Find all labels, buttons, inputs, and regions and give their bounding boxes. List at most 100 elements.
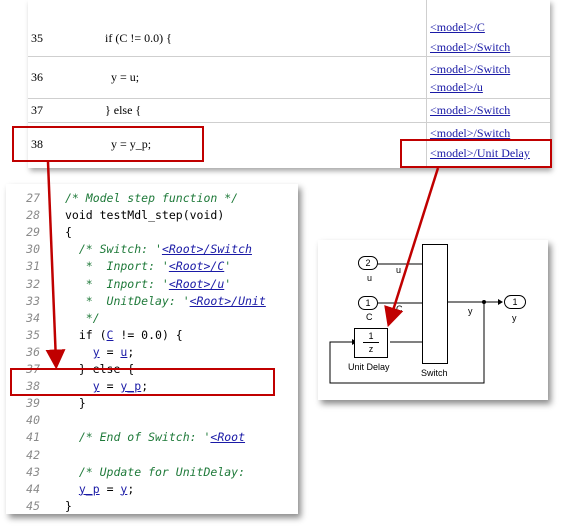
code-token: } else { [65,362,135,376]
code-line: 35 if (C != 0.0) { [6,327,298,344]
code-line: 43 /* Update for UnitDelay: [6,464,298,481]
code-line: 40 [6,412,298,429]
unit-delay-block[interactable]: 1 z [354,328,388,358]
unit-delay-numerator: 1 [368,331,374,341]
code-hyperlink[interactable]: y [92,379,100,394]
code-text: if (C != 0.0) { [105,31,172,45]
code-text: } else { [105,103,142,117]
code-line: 45} [6,498,298,514]
code-token: ; [127,481,135,496]
code-line: 32 * Inport: '<Root>/u' [6,276,298,293]
signal-y-label: y [468,306,473,316]
code-line-number: 37 [26,362,40,376]
code-line-number: 38 [26,379,40,394]
code-hyperlink[interactable]: y [120,481,128,496]
code-line-text: y = y_p; [65,378,148,395]
port-number: 2 [365,258,371,268]
code-token: * Inport: ' [65,276,169,291]
outport-y-block[interactable]: 1 [504,295,526,309]
code-token: */ [65,310,100,325]
line-number: 36 [31,70,43,84]
code-line: 37 } else { [6,361,298,378]
code-token: if ( [65,327,107,342]
code-line-number: 40 [26,413,40,428]
code-hyperlink[interactable]: <Root>/u [168,276,225,291]
column-divider [426,0,427,56]
model-link[interactable]: <model>/Switch [430,62,511,76]
code-token: = [99,481,121,496]
simulink-model-diagram: 2 u u 1 C C Switch 1 z Unit Delay y 1 y [318,240,548,400]
code-line: 34 */ [6,310,298,327]
code-token [65,482,79,496]
code-line-text: * UnitDelay: '<Root>/Unit [65,293,266,310]
port-number: 1 [365,298,371,308]
unit-delay-denominator: z [368,344,374,354]
code-line: 36 y = u; [6,344,298,361]
code-text: y = u; [105,70,140,84]
code-hyperlink[interactable]: C [106,327,114,342]
code-line-number: 29 [26,225,40,240]
table-row: 37 } else { <model>/Switch [28,98,550,123]
column-divider [426,98,427,122]
inport-u-block[interactable]: 2 [358,256,378,270]
code-line-number: 41 [26,430,40,445]
code-line-text: { [65,224,72,241]
switch-block[interactable] [422,244,448,364]
code-hyperlink[interactable]: y [92,344,100,359]
code-line-text: } [65,498,72,514]
code-line-number: 36 [26,344,40,359]
code-line-text: /* End of Switch: '<Root [65,429,245,446]
code-token: != 0.0) { [113,327,183,342]
code-hyperlink[interactable]: <Root [210,430,246,445]
code-line-text: /* Model step function */ [65,190,238,207]
traceability-report-table: 35 if (C != 0.0) { <model>/C <model>/Swi… [28,0,550,168]
code-token: ' [224,259,232,274]
code-line-number: 44 [26,481,40,496]
code-line: 38 y = y_p; [6,378,298,395]
code-token: /* Update for UnitDelay: [65,464,252,479]
code-line: 33 * UnitDelay: '<Root>/Unit [6,293,298,310]
unit-delay-label: Unit Delay [348,362,390,372]
code-token: void testMdl_step(void) [65,208,225,223]
code-line: 30 /* Switch: '<Root>/Switch [6,241,298,258]
code-text: y = y_p; [105,137,152,151]
code-line-text: /* Update for UnitDelay: [65,464,252,481]
inport-c-block[interactable]: 1 [358,296,378,310]
code-token [65,379,93,393]
code-token: = [99,344,121,359]
code-token: /* Model step function */ [65,191,239,205]
port-number: 1 [512,297,518,307]
code-line-number: 27 [26,191,40,205]
line-number: 37 [31,103,43,117]
model-link[interactable]: <model>/u [430,80,483,94]
fraction-bar [363,342,379,343]
code-hyperlink[interactable]: u [120,344,128,359]
code-token: { [65,225,72,240]
code-line-text: y = u; [65,344,135,361]
signal-c-label: C [396,304,403,314]
line-number: 35 [31,31,43,45]
code-hyperlink[interactable]: <Root>/Switch [161,242,252,257]
model-link[interactable]: <model>/C [430,20,485,34]
model-link[interactable]: <model>/Switch [430,103,511,117]
code-line-text: * Inport: '<Root>/u' [65,276,238,293]
code-hyperlink[interactable]: <Root>/C [168,259,225,274]
outport-y-label: y [512,313,517,323]
code-line-text: } [65,395,86,412]
model-link[interactable]: <model>/Switch [430,40,511,54]
code-line: 39 } [6,395,298,412]
column-divider [426,56,427,98]
code-hyperlink[interactable]: y_p [120,379,142,394]
model-link[interactable]: <model>/Switch [430,126,511,140]
code-hyperlink[interactable]: y_p [78,481,100,496]
code-line-text: */ [65,310,100,327]
model-link[interactable]: <model>/Unit Delay [430,146,530,160]
code-token: } [65,498,72,513]
code-hyperlink[interactable]: <Root>/Unit [189,293,266,308]
signal-u-label: u [396,265,402,275]
code-line: 42 [6,447,298,464]
code-line: 29 { [6,224,298,241]
code-line: 41 /* End of Switch: '<Root [6,429,298,446]
